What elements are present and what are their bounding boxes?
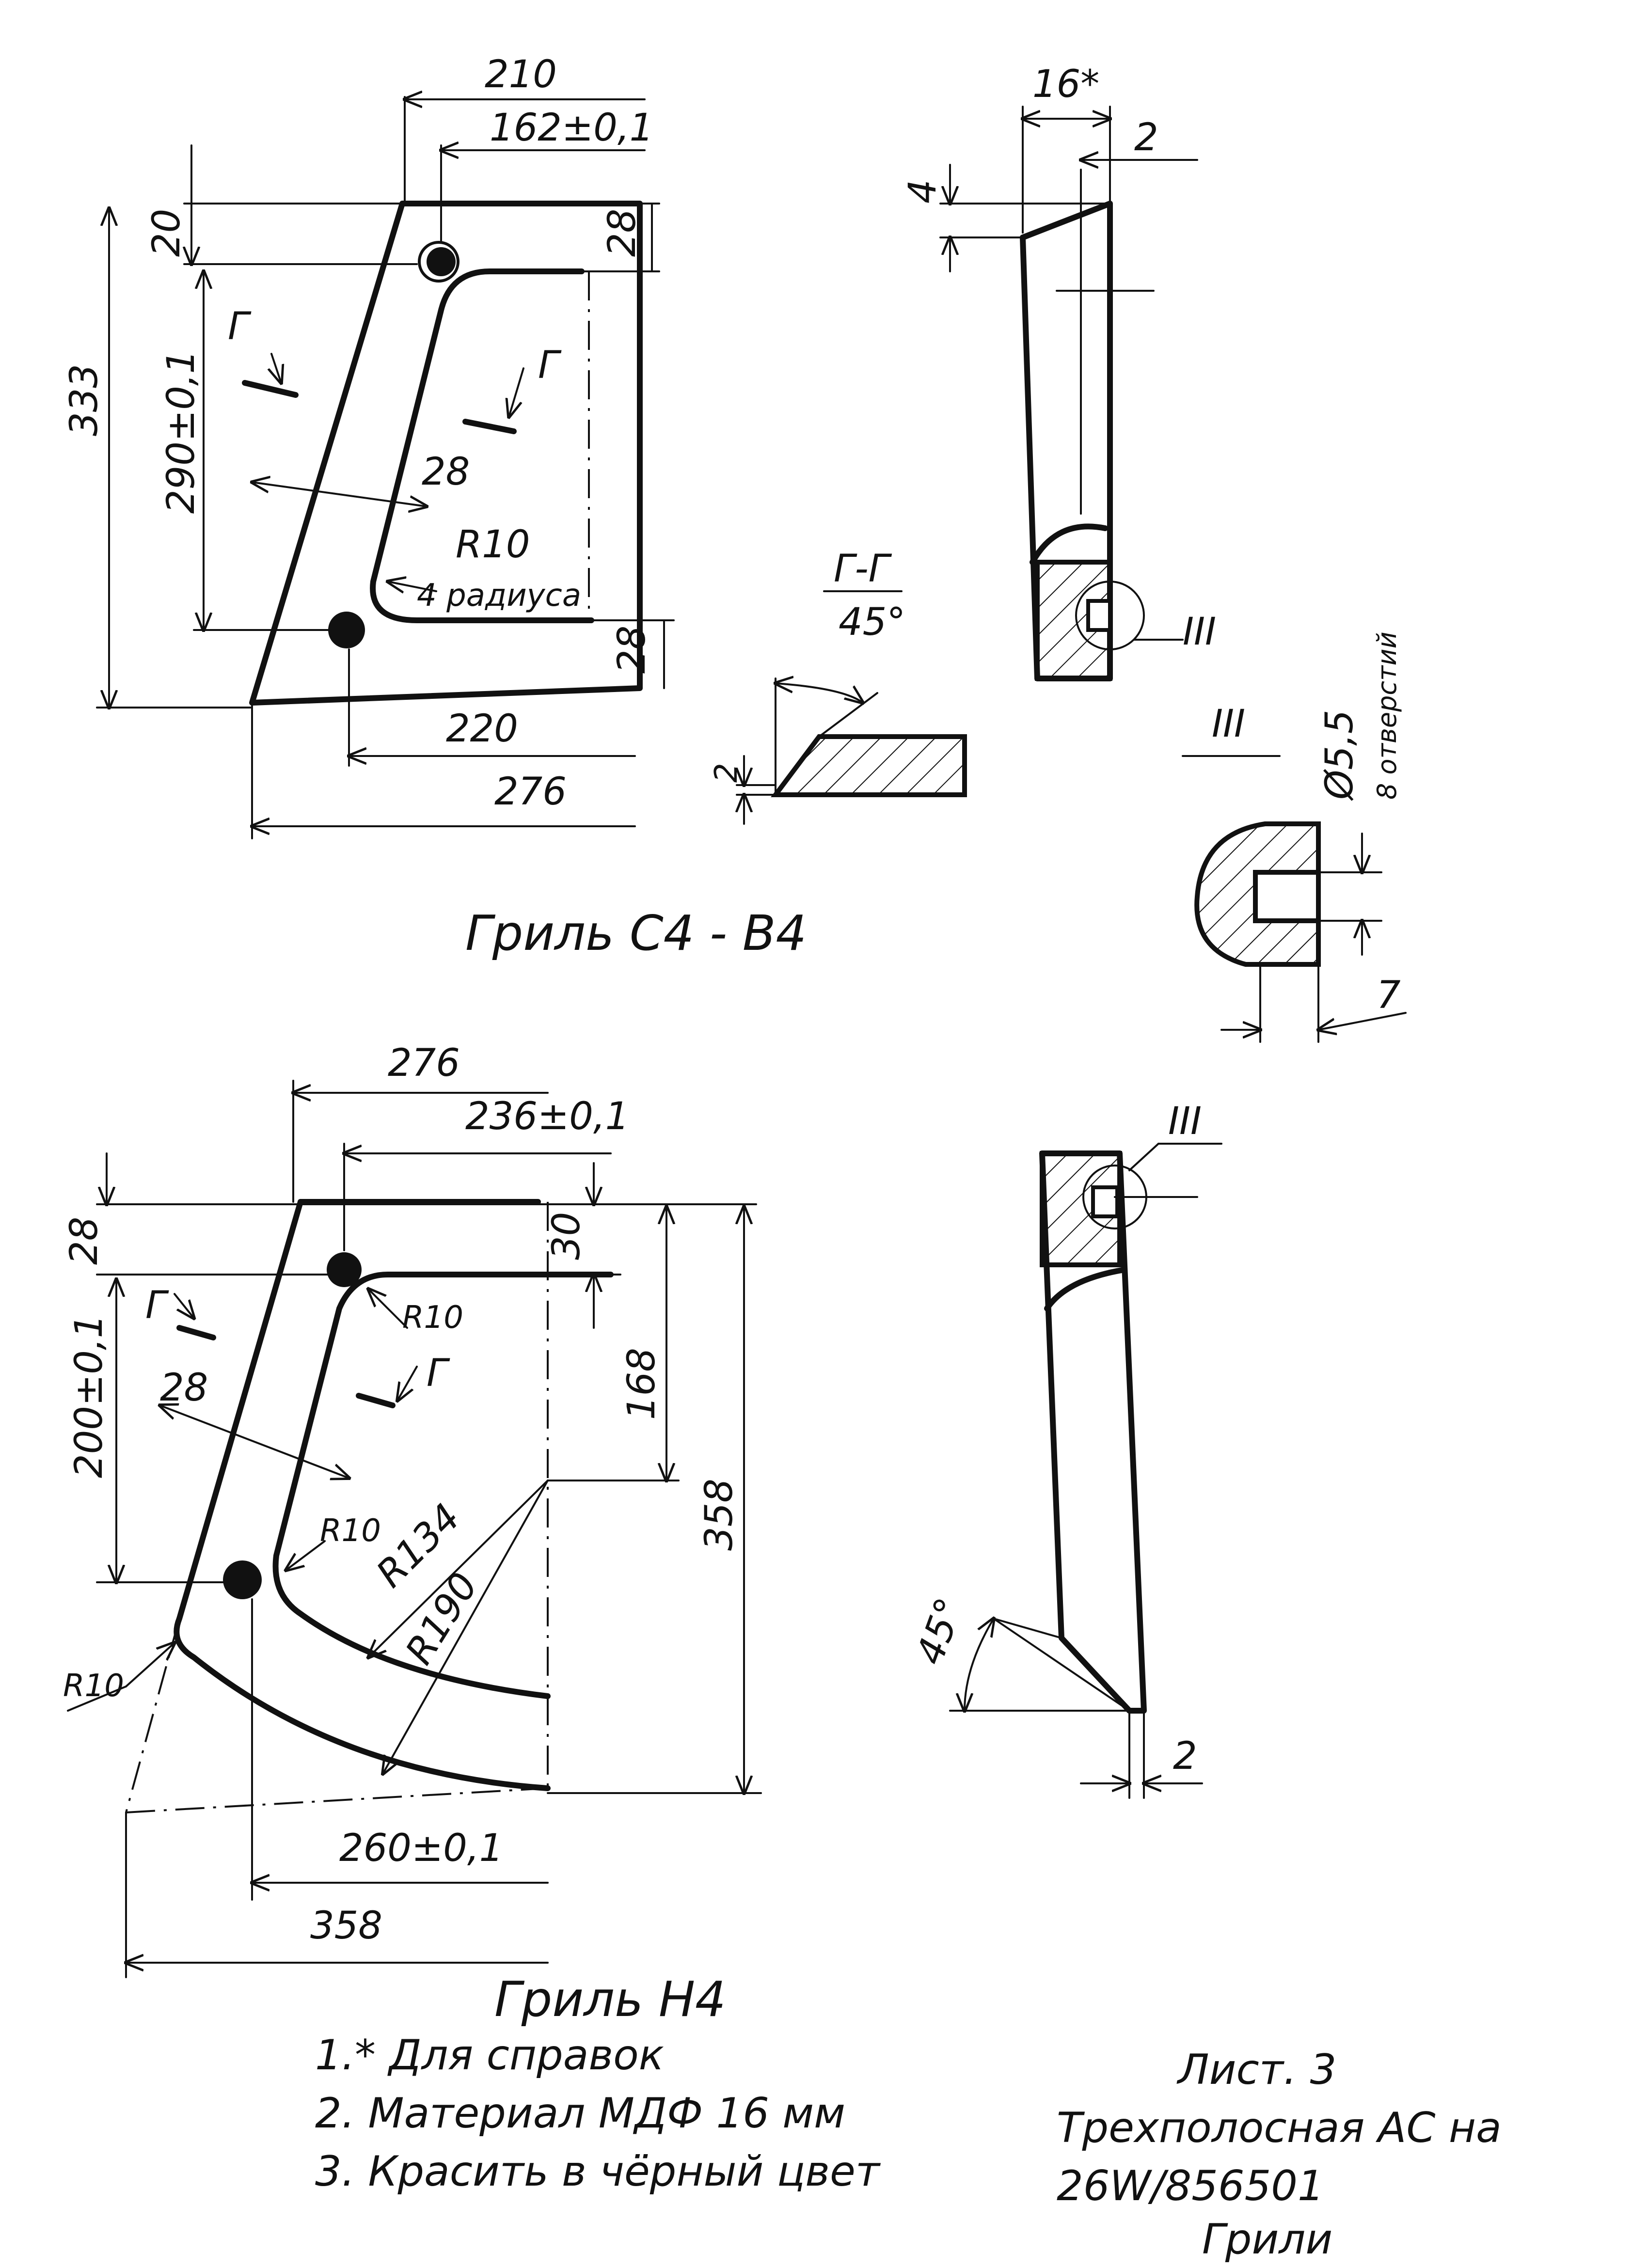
h4-dim-276: 276 [388, 1041, 460, 1085]
c4b4-dim-28-diag: 28 [422, 450, 470, 494]
note-1: 1.* Для справок [315, 2031, 664, 2079]
c4b4-dim-162: 162±0,1 [490, 106, 653, 150]
side-bottom-dim-2: 2 [1173, 1734, 1197, 1778]
c4b4-dim-20: 20 [145, 209, 189, 257]
side-top-detail-circle [1075, 581, 1145, 650]
h4-title: Гриль Н4 [494, 1971, 726, 2028]
detail-iii-hole-dia: Ø5,5 [1318, 710, 1362, 801]
c4b4-r10-note: 4 радиуса [417, 578, 581, 614]
sheet-number: Лист. 3 [1176, 2046, 1336, 2094]
title-line-1: Трехполосная АС на [1057, 2104, 1502, 2152]
h4-dim-30: 30 [545, 1212, 588, 1260]
c4b4-dim-276: 276 [494, 770, 567, 814]
side-top-dim-4: 4 [901, 179, 945, 204]
notes: 1.* Для справок 2. Материал МДФ 16 мм 3.… [315, 2031, 881, 2196]
h4-r10-mid: R10 [320, 1513, 381, 1549]
side-bottom-angle: 45° [908, 1592, 972, 1670]
detail-iii-hole-note: 8 отверстий [1372, 631, 1402, 800]
part-h4: 276 236±0,1 28 30 200±0,1 R10 28 168 358… [63, 1041, 762, 2028]
detail-iii-title: III [1212, 702, 1245, 746]
h4-hole-top [327, 1252, 362, 1287]
section-gg: Г-Г 45° 2 [709, 547, 967, 825]
side-top-dim-16: 16* [1032, 63, 1099, 106]
detail-iii-hole [1253, 870, 1321, 923]
h4-section-marker-right: Г [427, 1352, 450, 1395]
h4-dim-358-bottom: 358 [310, 1904, 382, 1948]
h4-dim-28-diag: 28 [160, 1366, 208, 1410]
h4-r10-top: R10 [402, 1300, 463, 1336]
side-top-detail-ref: III [1183, 610, 1216, 654]
c4b4-dim-290: 290±0,1 [159, 350, 203, 514]
h4-dim-200: 200±0,1 [67, 1314, 111, 1478]
c4b4-dim-28-top: 28 [601, 209, 644, 257]
c4b4-r10: R10 [456, 523, 530, 567]
c4b4-section-arrow-right [509, 367, 524, 417]
detail-iii-dim-7: 7 [1377, 974, 1401, 1017]
title-block: Лист. 3 Трехполосная АС на 26W/856501 Гр… [1057, 2046, 1502, 2264]
title-line-2: 26W/856501 [1057, 2162, 1324, 2210]
h4-section-arrow-left [174, 1293, 194, 1318]
section-gg-title: Г-Г [834, 547, 892, 591]
part-c4b4: 210 162±0,1 20 28 333 290±0,1 28 R10 4 р… [63, 53, 807, 961]
h4-dim-28: 28 [63, 1217, 106, 1265]
note-3: 3. Красить в чёрный цвет [315, 2147, 881, 2196]
c4b4-section-arrow-left [271, 353, 281, 383]
title-line-3: Грили [1202, 2215, 1332, 2264]
side-view-top: III 16* 2 4 [901, 63, 1216, 681]
c4b4-section-marker-right: Г [538, 344, 562, 387]
side-view-bottom: III 45° 2 [908, 1100, 1222, 1799]
side-bottom-detail-ref: III [1168, 1100, 1202, 1143]
h4-section-marker-left: Г [145, 1284, 169, 1327]
c4b4-hole-bottom [328, 612, 365, 648]
h4-outline [174, 1199, 614, 1791]
detail-iii: III Ø5,5 8 отверстий 7 [1182, 631, 1407, 1043]
section-gg-dim-2: 2 [709, 763, 745, 783]
note-2: 2. Материал МДФ 16 мм [315, 2089, 845, 2138]
section-gg-angle: 45° [839, 600, 905, 644]
h4-dim-260: 260±0,1 [339, 1827, 503, 1870]
h4-dim-358-right: 358 [697, 1479, 741, 1551]
c4b4-dim-220: 220 [446, 707, 518, 751]
h4-dim-168: 168 [620, 1348, 664, 1420]
h4-section-arrow-right [397, 1366, 418, 1401]
c4b4-dim-210: 210 [485, 53, 557, 96]
c4b4-title: Гриль С4 - В4 [465, 905, 807, 961]
section-gg-profile [771, 734, 967, 797]
h4-hole-bottom [223, 1560, 262, 1599]
h4-r10-bottom: R10 [63, 1668, 124, 1704]
h4-centerline-h [126, 1787, 548, 1813]
c4b4-section-marker-left: Г [228, 305, 252, 348]
c4b4-dim-28-bottom: 28 [610, 626, 654, 674]
h4-dim-236: 236±0,1 [465, 1095, 629, 1138]
side-top-dim-2: 2 [1134, 116, 1158, 159]
c4b4-dim-333: 333 [63, 364, 106, 436]
